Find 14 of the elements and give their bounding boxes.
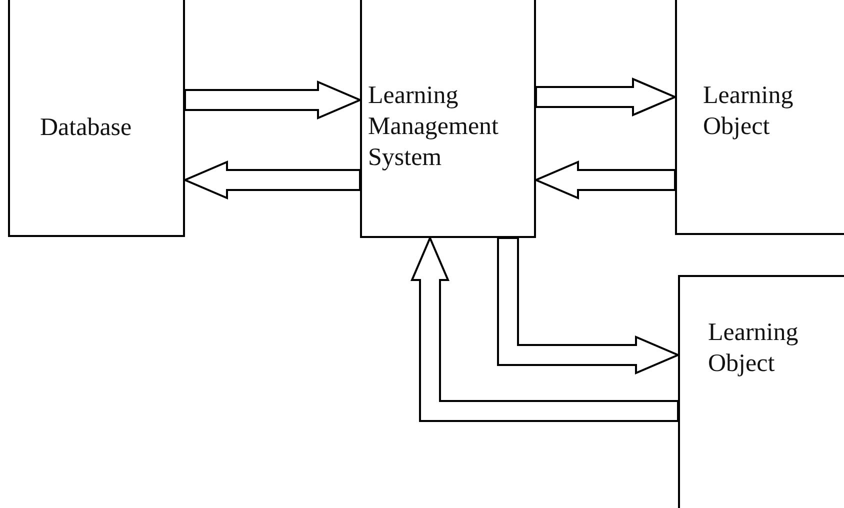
node-label: Learning Management System — [368, 81, 500, 173]
hollow-arrow — [410, 235, 679, 422]
hollow-arrow — [497, 237, 681, 375]
hollow-arrow — [184, 80, 363, 120]
node-label: Learning Object — [708, 318, 800, 379]
hollow-arrow — [533, 160, 676, 200]
hollow-arrow — [535, 77, 678, 117]
node-label: Learning Object — [703, 81, 794, 142]
hollow-arrow — [182, 160, 361, 200]
node-label: Database — [40, 113, 133, 143]
process-box — [675, 0, 844, 235]
process-box — [8, 0, 185, 237]
process-box — [360, 0, 536, 238]
process-box — [678, 275, 844, 508]
